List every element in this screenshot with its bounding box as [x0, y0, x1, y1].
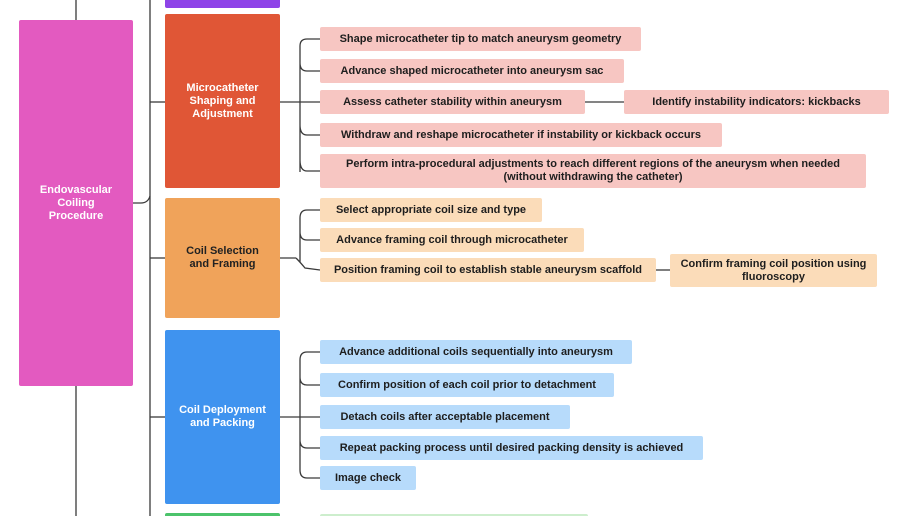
step-advance-additional-coils[interactable]: Advance additional coils sequentially in…	[320, 340, 632, 364]
next-phase-node[interactable]	[165, 513, 280, 516]
step-label: Advance framing coil through microcathet…	[336, 233, 568, 246]
step-position-framing-coil[interactable]: Position framing coil to establish stabl…	[320, 258, 656, 282]
substep-instability-indicators[interactable]: Identify instability indicators: kickbac…	[624, 90, 889, 114]
root-node[interactable]: Endovascular Coiling Procedure	[19, 20, 133, 386]
step-withdraw-reshape[interactable]: Withdraw and reshape microcatheter if in…	[320, 123, 722, 147]
step-image-check[interactable]: Image check	[320, 466, 416, 490]
phase-label-coil-selection: Coil Selection and Framing	[186, 245, 259, 270]
root-node-label: Endovascular Coiling Procedure	[39, 183, 113, 222]
root-brace-connector	[133, 195, 151, 204]
step-label: Advance additional coils sequentially in…	[339, 345, 613, 358]
step-label: Withdraw and reshape microcatheter if in…	[341, 128, 701, 141]
step-advance-catheter[interactable]: Advance shaped microcatheter into aneury…	[320, 59, 624, 83]
step-label: Detach coils after acceptable placement	[340, 410, 550, 423]
phase-node-coil-selection[interactable]: Coil Selection and Framing	[165, 198, 280, 318]
substep-label: Confirm framing coil position using fluo…	[680, 257, 867, 283]
substep-confirm-framing[interactable]: Confirm framing coil position using fluo…	[670, 254, 877, 287]
step-label: Assess catheter stability within aneurys…	[343, 95, 562, 108]
step-label: Repeat packing process until desired pac…	[339, 441, 684, 454]
step-label: Select appropriate coil size and type	[335, 203, 527, 216]
substep-label: Identify instability indicators: kickbac…	[652, 95, 861, 108]
step-select-coil[interactable]: Select appropriate coil size and type	[320, 198, 542, 222]
phase-label-coil-deployment: Coil Deployment and Packing	[179, 404, 266, 429]
step-assess-stability[interactable]: Assess catheter stability within aneurys…	[320, 90, 585, 114]
step-label: Perform intra-procedural adjustments to …	[346, 158, 840, 183]
deploy-branch-connector	[280, 351, 320, 479]
step-label: Shape microcatheter tip to match aneurys…	[339, 32, 622, 45]
step-repeat-packing[interactable]: Repeat packing process until desired pac…	[320, 436, 703, 460]
step-label: Advance shaped microcatheter into aneury…	[340, 64, 604, 77]
phase-label-microcatheter: Microcatheter Shaping and Adjustment	[186, 81, 259, 120]
step-advance-framing-coil[interactable]: Advance framing coil through microcathet…	[320, 228, 584, 252]
step-detach-coils[interactable]: Detach coils after acceptable placement	[320, 405, 570, 429]
next-phase-step[interactable]	[320, 514, 588, 516]
step-label: Confirm position of each coil prior to d…	[338, 378, 596, 391]
step-shape-tip[interactable]: Shape microcatheter tip to match aneurys…	[320, 27, 641, 51]
coil-branch-connector	[280, 209, 321, 271]
phase-node-microcatheter[interactable]: Microcatheter Shaping and Adjustment	[165, 14, 280, 188]
step-confirm-position[interactable]: Confirm position of each coil prior to d…	[320, 373, 614, 397]
micro-branch-connector	[280, 38, 320, 172]
step-label: Position framing coil to establish stabl…	[333, 263, 643, 276]
step-label: Image check	[334, 471, 402, 484]
step-intra-procedural-adjustments[interactable]: Perform intra-procedural adjustments to …	[320, 154, 866, 188]
previous-phase-node[interactable]	[165, 0, 280, 8]
phase-node-coil-deployment[interactable]: Coil Deployment and Packing	[165, 330, 280, 504]
